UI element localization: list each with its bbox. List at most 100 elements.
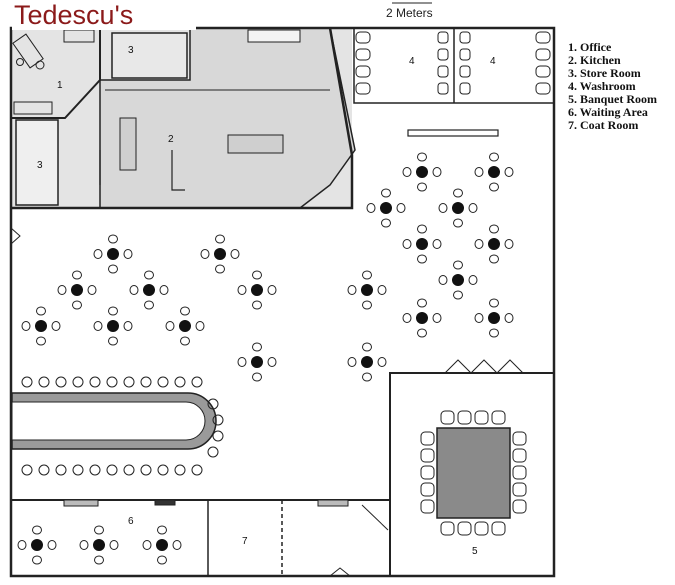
room-number-banquet: 5 — [472, 546, 478, 557]
banquet-table — [436, 427, 511, 519]
dining-chair — [453, 188, 463, 198]
dining-chair — [438, 275, 448, 285]
dining-chair — [362, 300, 372, 310]
washroom-fixture — [437, 65, 449, 78]
dining-chair — [36, 306, 46, 316]
dining-chair — [402, 239, 412, 249]
dining-table — [143, 284, 155, 296]
dining-chair — [72, 270, 82, 280]
dining-chair — [474, 167, 484, 177]
booth-stool — [140, 464, 152, 476]
dining-chair — [230, 249, 240, 259]
booth-stool — [38, 376, 50, 388]
banquet-chair — [420, 482, 435, 497]
dining-chair — [402, 167, 412, 177]
booth-stool — [21, 376, 33, 388]
dining-chair — [142, 540, 152, 550]
store-room-top — [111, 32, 188, 79]
banquet-doors — [444, 359, 524, 374]
dining-chair — [252, 270, 262, 280]
washroom-fixture — [459, 82, 471, 95]
dining-chair — [489, 254, 499, 264]
dining-chair — [267, 357, 277, 367]
washroom-fixture — [355, 82, 371, 95]
title-background — [12, 0, 196, 30]
room-number-coat: 7 — [242, 536, 248, 547]
dining-chair — [72, 300, 82, 310]
banquet-chair — [512, 482, 527, 497]
dining-chair — [123, 249, 133, 259]
dining-table — [416, 312, 428, 324]
dining-chair — [468, 275, 478, 285]
banquet-chair — [420, 431, 435, 446]
door-swing — [361, 504, 389, 531]
legend-item-office: 1. Office — [568, 40, 612, 54]
kitchen-partition — [171, 150, 185, 191]
dining-chair — [237, 357, 247, 367]
booth-stool — [21, 464, 33, 476]
banquet-chair — [420, 465, 435, 480]
legend-item-coat-room: 7. Coat Room — [568, 118, 639, 132]
dining-chair — [87, 285, 97, 295]
booth-stool — [212, 430, 224, 442]
dining-chair — [474, 239, 484, 249]
dining-chair — [489, 298, 499, 308]
dining-chair — [108, 234, 118, 244]
dining-chair — [79, 540, 89, 550]
dining-chair — [453, 260, 463, 270]
dining-chair — [157, 525, 167, 535]
booth-inner — [11, 401, 206, 441]
dining-chair — [489, 152, 499, 162]
dining-chair — [51, 321, 61, 331]
dining-chair — [474, 313, 484, 323]
dining-table — [107, 320, 119, 332]
scale-label: 2 Meters — [386, 6, 433, 20]
dining-table — [416, 238, 428, 250]
banquet-chair — [491, 410, 506, 425]
booth-stool — [55, 464, 67, 476]
dining-chair — [432, 239, 442, 249]
dining-chair — [108, 264, 118, 274]
dining-chair — [432, 313, 442, 323]
dining-chair — [252, 300, 262, 310]
dining-table — [71, 284, 83, 296]
dining-chair — [417, 298, 427, 308]
dining-chair — [362, 342, 372, 352]
dining-chair — [417, 224, 427, 234]
room-number-kitchen: 2 — [168, 134, 174, 145]
banquet-chair — [457, 410, 472, 425]
dining-chair — [195, 321, 205, 331]
bench — [63, 499, 99, 507]
store-room-left — [15, 119, 59, 206]
dining-chair — [109, 540, 119, 550]
dining-chair — [157, 555, 167, 565]
booth-stool — [157, 376, 169, 388]
booth-stool — [123, 464, 135, 476]
booth-stool — [174, 464, 186, 476]
bench — [154, 499, 176, 506]
dining-chair — [93, 249, 103, 259]
dining-chair — [47, 540, 57, 550]
dining-chair — [252, 372, 262, 382]
banquet-room — [389, 372, 555, 577]
outer-wall — [9, 26, 556, 578]
washroom-fixture — [535, 65, 551, 78]
washroom-fixture — [437, 31, 449, 44]
banquet-chair — [512, 499, 527, 514]
dining-chair — [32, 555, 42, 565]
legend-item-waiting-area: 6. Waiting Area — [568, 105, 648, 119]
booth-stool — [212, 414, 224, 426]
entrance-door — [329, 567, 351, 577]
washroom-fixture — [459, 31, 471, 44]
washroom-fixture — [437, 48, 449, 61]
dining-chair — [468, 203, 478, 213]
dining-chair — [129, 285, 139, 295]
dining-table — [31, 539, 43, 551]
dining-chair — [36, 336, 46, 346]
restaurant-title: Tedescu's — [14, 0, 134, 30]
dining-chair — [108, 306, 118, 316]
dining-table — [416, 166, 428, 178]
banquet-chair — [512, 465, 527, 480]
dining-chair — [504, 167, 514, 177]
